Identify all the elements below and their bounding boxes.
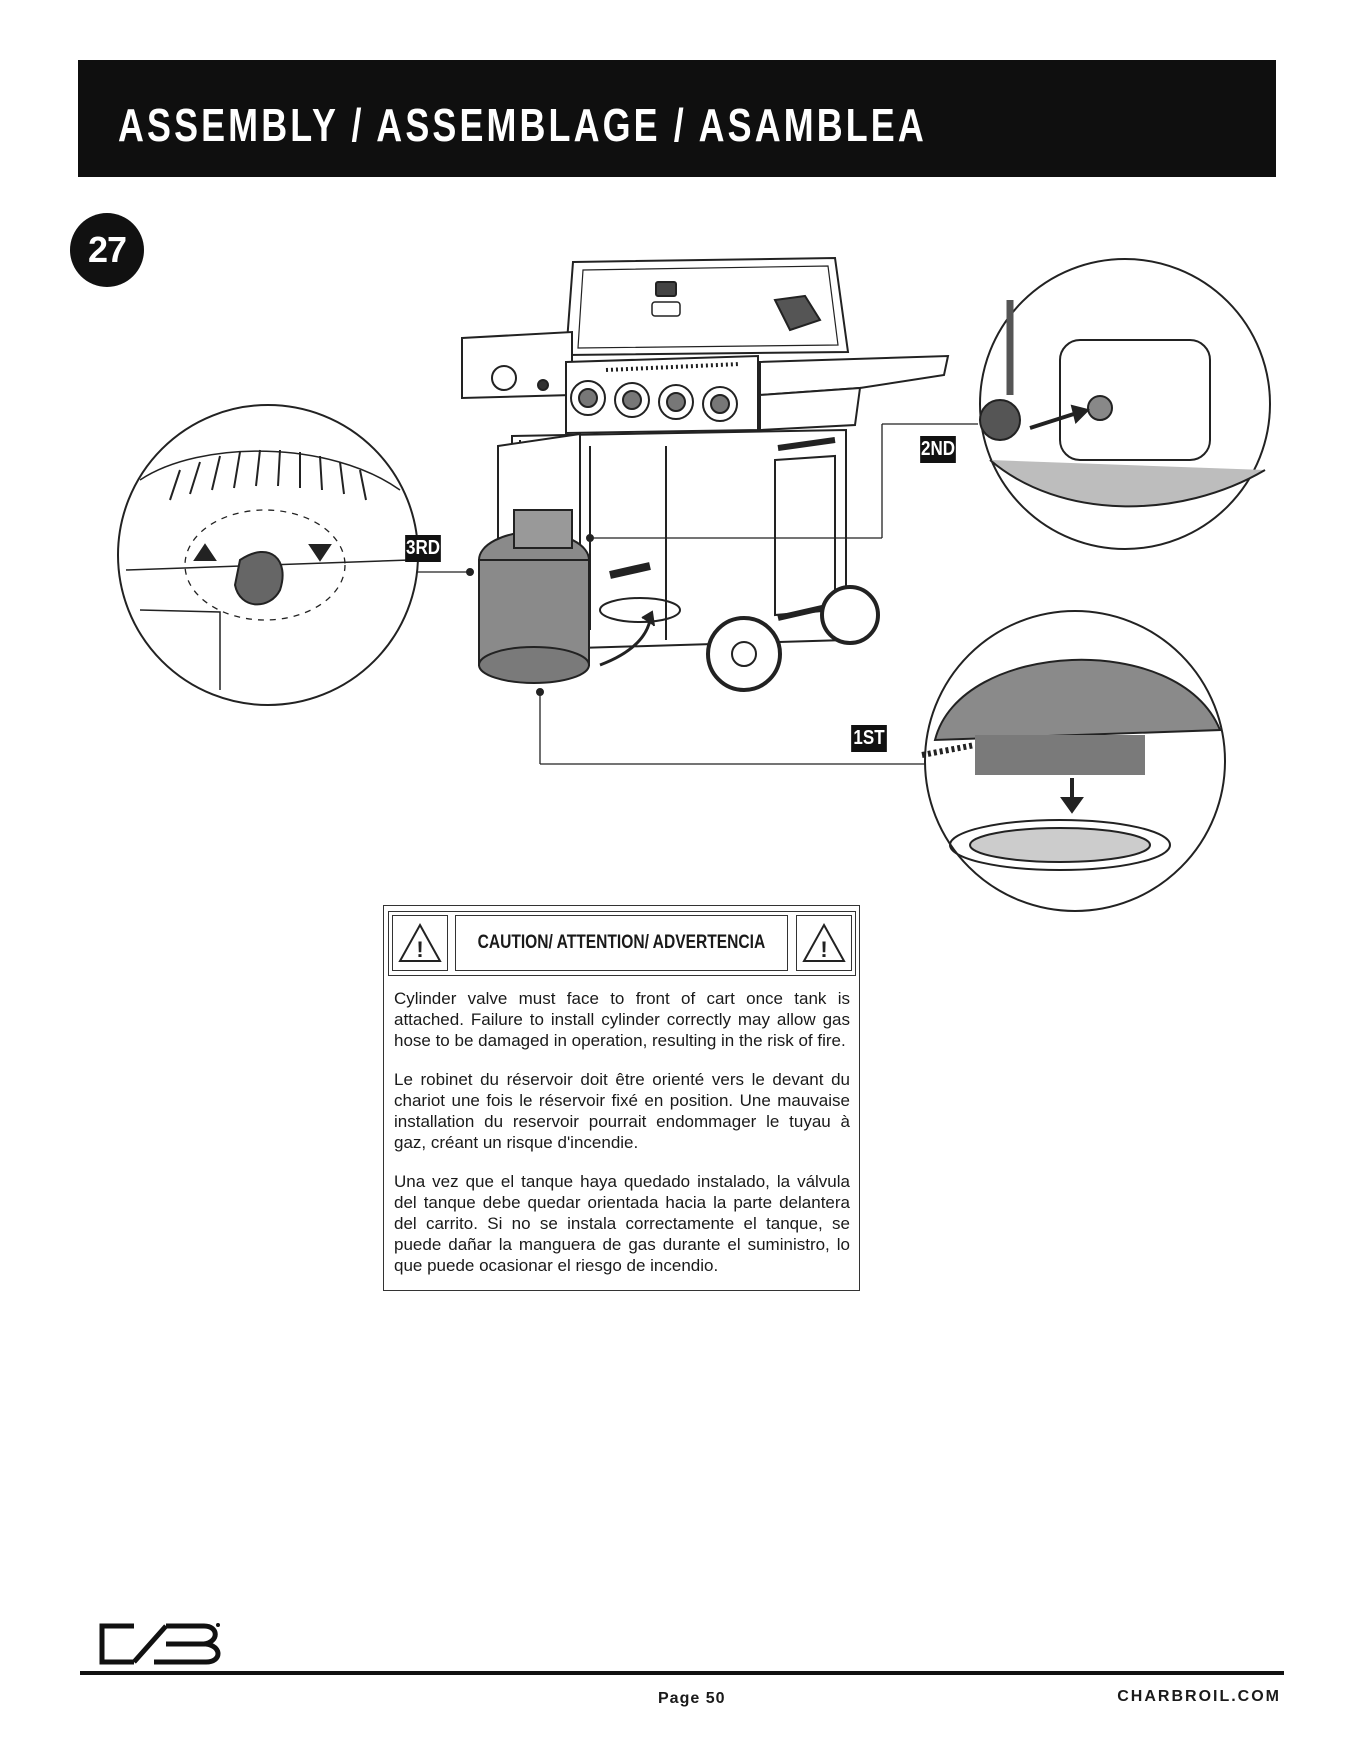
callout-3rd: 3RD bbox=[405, 535, 441, 562]
footer-rule bbox=[80, 1671, 1284, 1675]
caution-text-spanish: Una vez que el tanque haya quedado insta… bbox=[394, 1172, 850, 1275]
caution-header: ! CAUTION/ ATTENTION/ ADVERTENCIA ! bbox=[388, 911, 856, 976]
page-number: Page 50 bbox=[658, 1690, 726, 1707]
third-step-detail bbox=[117, 404, 419, 706]
caution-title: CAUTION/ ATTENTION/ ADVERTENCIA bbox=[455, 915, 788, 971]
step-number-badge: 27 bbox=[70, 213, 144, 287]
svg-text:!: ! bbox=[416, 937, 423, 962]
first-step-detail bbox=[921, 610, 1226, 912]
caution-text-french: Le robinet du réservoir doit être orient… bbox=[394, 1070, 850, 1152]
second-step-detail bbox=[979, 258, 1271, 550]
warning-triangle-icon: ! bbox=[392, 915, 448, 971]
callout-1st: 1ST bbox=[851, 725, 887, 752]
section-title: ASSEMBLY / ASSEMBLAGE / ASAMBLEA bbox=[118, 99, 927, 151]
svg-text:!: ! bbox=[820, 937, 827, 962]
charbroil-logo-icon bbox=[99, 1623, 221, 1665]
caution-text-english: Cylinder valve must face to front of car… bbox=[394, 989, 850, 1050]
grill-assembly-illustration bbox=[117, 256, 1271, 912]
section-header: ASSEMBLY / ASSEMBLAGE / ASAMBLEA bbox=[78, 60, 1276, 177]
callout-2nd: 2ND bbox=[920, 436, 956, 463]
warning-triangle-icon: ! bbox=[796, 915, 852, 971]
caution-box: ! CAUTION/ ATTENTION/ ADVERTENCIA ! Cyli… bbox=[383, 905, 860, 1291]
footer-website: CHARBROIL.COM bbox=[1117, 1688, 1281, 1705]
